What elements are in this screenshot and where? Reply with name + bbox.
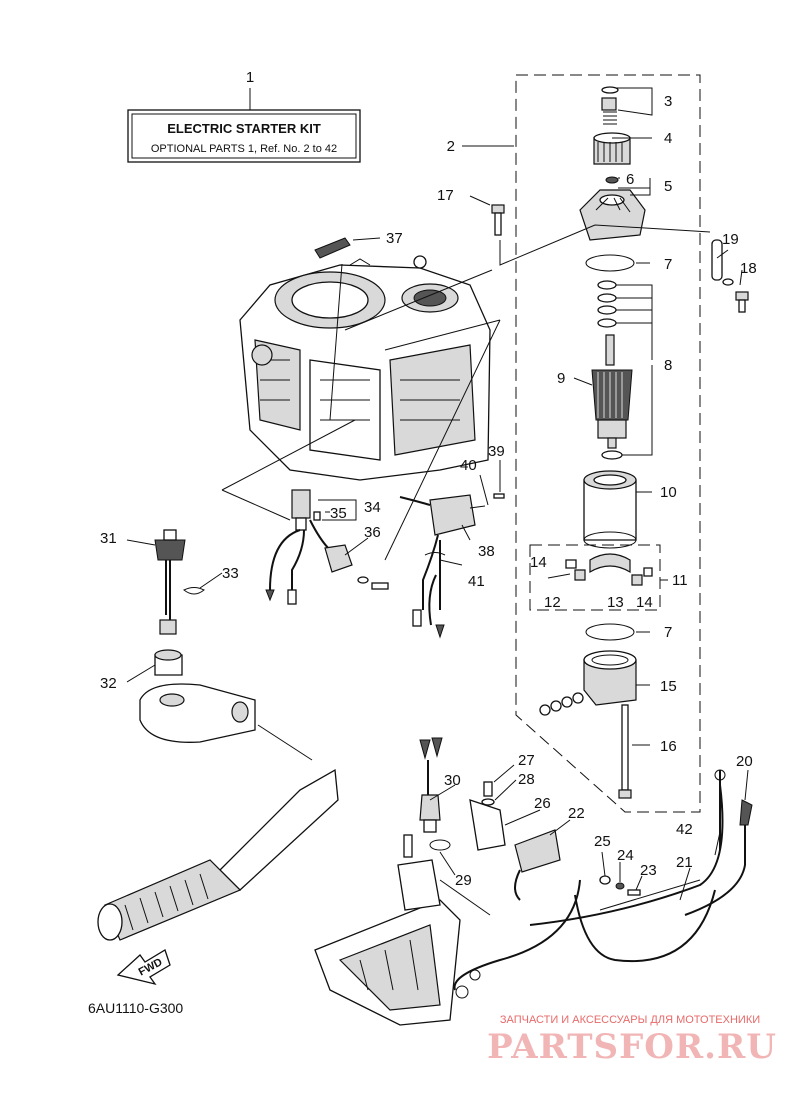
callout-42: 42 — [676, 821, 693, 838]
callout-5: 5 — [664, 178, 672, 195]
callout-22: 22 — [568, 805, 585, 822]
callout-7-lower: 7 — [664, 624, 672, 641]
watermark-brand: PARTSFOR.RU — [487, 1027, 777, 1067]
callout-36: 36 — [364, 524, 381, 541]
ignition-assembly — [399, 493, 505, 639]
callout-40: 40 — [460, 457, 477, 474]
callout-17: 17 — [437, 187, 454, 204]
fwd-arrow: FWD — [116, 949, 171, 986]
callout-25: 25 — [594, 833, 611, 850]
part-37 — [314, 237, 351, 259]
callout-12: 12 — [544, 594, 561, 611]
callout-34: 34 — [364, 499, 381, 516]
callout-10: 10 — [660, 484, 677, 501]
callout-32: 32 — [100, 675, 117, 692]
callout-30: 30 — [444, 772, 461, 789]
callout-3: 3 — [664, 93, 672, 110]
callout-35: 35 — [330, 505, 347, 522]
callout-14-right: 14 — [636, 594, 653, 611]
lower-electric-parts — [397, 737, 753, 999]
callout-2: 2 — [447, 138, 455, 155]
callout-31: 31 — [100, 530, 117, 547]
callout-8: 8 — [664, 357, 672, 374]
callout-11: 11 — [672, 572, 688, 589]
kit-label: ELECTRIC STARTER KIT OPTIONAL PARTS 1, R… — [127, 88, 361, 163]
tiller-handle — [97, 683, 339, 941]
callout-39: 39 — [488, 443, 505, 460]
left-switch-parts — [154, 529, 205, 676]
callout-37: 37 — [386, 230, 403, 247]
callout-1: 1 — [246, 69, 254, 86]
callout-13: 13 — [607, 594, 624, 611]
callout-6: 6 — [626, 171, 634, 188]
callout-7-upper: 7 — [664, 256, 672, 273]
starter-motor-assembly — [491, 86, 749, 799]
callout-15: 15 — [660, 678, 677, 695]
callout-33: 33 — [222, 565, 239, 582]
callout-28: 28 — [518, 771, 535, 788]
callout-27: 27 — [518, 752, 535, 769]
kit-title: ELECTRIC STARTER KIT — [167, 121, 321, 136]
bottom-cowling — [314, 899, 461, 1026]
callout-38: 38 — [478, 543, 495, 560]
callout-19: 19 — [722, 231, 739, 248]
starter-relay-harness — [265, 489, 389, 605]
leader-lines — [126, 87, 749, 916]
callout-14-left: 14 — [530, 554, 547, 571]
engine-block — [239, 255, 491, 481]
callout-29: 29 — [455, 872, 472, 889]
kit-subtitle: OPTIONAL PARTS 1, Ref. No. 2 to 42 — [151, 143, 337, 155]
callout-16: 16 — [660, 738, 677, 755]
callouts: 1 2 3 4 5 6 7 7 8 9 10 11 12 13 14 14 15… — [100, 69, 757, 889]
watermark: ЗАПЧАСТИ И АКСЕССУАРЫ ДЛЯ МОТОТЕХНИКИ PA… — [487, 1014, 777, 1067]
callout-9: 9 — [557, 370, 565, 387]
callout-26: 26 — [534, 795, 551, 812]
diagram-code: 6AU1110-G300 — [88, 1000, 183, 1016]
callout-23: 23 — [640, 862, 657, 879]
callout-41: 41 — [468, 573, 485, 590]
callout-21: 21 — [676, 854, 693, 871]
watermark-tagline: ЗАПЧАСТИ И АКСЕССУАРЫ ДЛЯ МОТОТЕХНИКИ — [500, 1014, 760, 1026]
callout-4: 4 — [664, 130, 672, 147]
callout-18: 18 — [740, 260, 757, 277]
callout-20: 20 — [736, 753, 753, 770]
starter-kit-boundary — [515, 74, 701, 813]
callout-24: 24 — [617, 847, 634, 864]
